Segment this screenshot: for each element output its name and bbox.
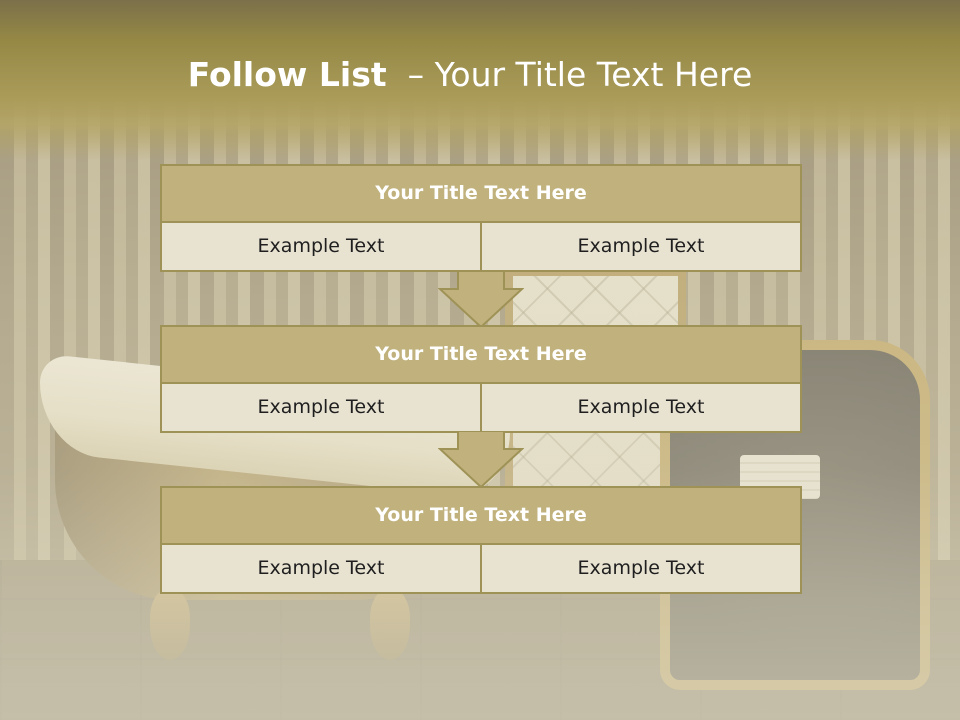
box-cell-right[interactable]: Example Text (482, 223, 800, 270)
box-cell-left[interactable]: Example Text (162, 384, 480, 431)
slide-title-bold: Follow List (187, 55, 387, 94)
list-box[interactable]: Your Title Text Here Example Text Exampl… (160, 325, 802, 433)
box-row: Example Text Example Text (162, 384, 800, 431)
box-title[interactable]: Your Title Text Here (162, 166, 800, 221)
list-box[interactable]: Your Title Text Here Example Text Exampl… (160, 164, 802, 272)
list-box[interactable]: Your Title Text Here Example Text Exampl… (160, 486, 802, 594)
box-cell-right[interactable]: Example Text (482, 545, 800, 592)
box-row: Example Text Example Text (162, 223, 800, 270)
down-arrow-icon (438, 271, 524, 329)
slide-title[interactable]: Follow List – Your Title Text Here (0, 52, 940, 98)
slide-title-rest: – Your Title Text Here (386, 55, 753, 94)
down-arrow-icon (438, 431, 524, 489)
box-cell-left[interactable]: Example Text (162, 545, 480, 592)
box-row: Example Text Example Text (162, 545, 800, 592)
box-title[interactable]: Your Title Text Here (162, 327, 800, 382)
box-title[interactable]: Your Title Text Here (162, 488, 800, 543)
box-cell-right[interactable]: Example Text (482, 384, 800, 431)
box-cell-left[interactable]: Example Text (162, 223, 480, 270)
title-band (0, 0, 960, 160)
